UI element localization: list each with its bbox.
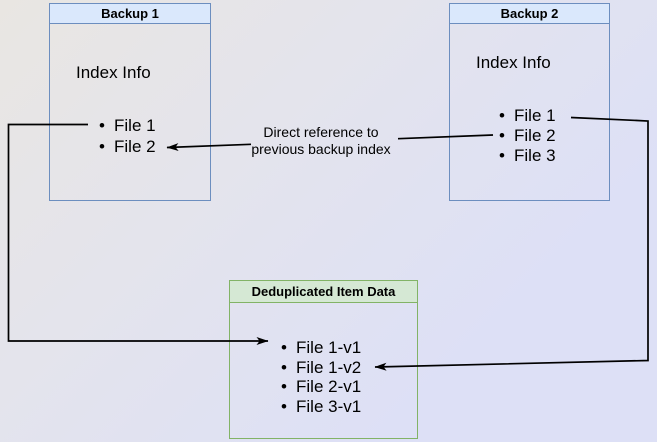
backup2-box: Backup 2 Index Info File 1File 2File 3 — [449, 3, 610, 201]
direct-reference-label: Direct reference to previous backup inde… — [251, 124, 390, 158]
list-item: File 1-v1 — [281, 338, 361, 358]
backup1-index-info-label: Index Info — [76, 63, 151, 82]
list-item: File 2 — [99, 136, 156, 157]
direct-reference-label-line1: Direct reference to — [263, 124, 379, 140]
list-item: File 1-v2 — [281, 358, 361, 378]
backup1-file-list: File 1File 2 — [99, 115, 156, 157]
backup2-header: Backup 2 — [450, 4, 609, 24]
list-item: File 1 — [499, 106, 556, 126]
list-item: File 2 — [499, 126, 556, 146]
backup2-index-info-label: Index Info — [476, 53, 551, 72]
list-item: File 3 — [499, 146, 556, 166]
direct-reference-label-line2: previous backup index — [251, 141, 391, 157]
deduplicated-file-list: File 1-v1File 1-v2File 2-v1File 3-v1 — [281, 338, 361, 416]
list-item: File 1 — [99, 115, 156, 136]
backup1-header: Backup 1 — [50, 4, 210, 24]
deduplicated-item-data-header: Deduplicated Item Data — [230, 281, 417, 303]
list-item: File 3-v1 — [281, 397, 361, 417]
backup2-file-list: File 1File 2File 3 — [499, 106, 556, 166]
list-item: File 2-v1 — [281, 377, 361, 397]
deduplicated-item-data-box: Deduplicated Item Data File 1-v1File 1-v… — [229, 280, 418, 439]
backup1-box: Backup 1 Index Info File 1File 2 — [49, 3, 211, 201]
